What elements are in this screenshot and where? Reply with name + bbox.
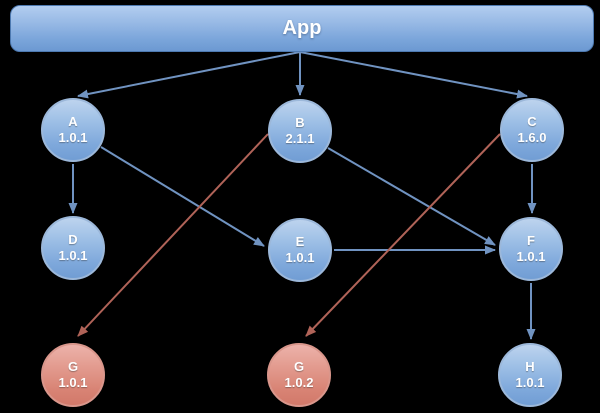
node-a-version: 1.0.1 xyxy=(58,130,88,145)
node-g-101-version: 1.0.1 xyxy=(58,375,88,390)
node-g-101-label: G xyxy=(67,359,79,375)
node-g-101: G 1.0.1 xyxy=(41,343,105,407)
node-h: H 1.0.1 xyxy=(498,343,562,407)
edge-A-E xyxy=(100,146,265,247)
node-d-version: 1.0.1 xyxy=(58,248,88,263)
edge-B-G1 xyxy=(77,133,269,337)
node-a: A 1.0.1 xyxy=(41,98,105,162)
node-c-label: C xyxy=(527,114,537,130)
edge-App-C xyxy=(299,51,528,99)
node-g-102-label: G xyxy=(293,359,305,375)
node-h-version: 1.0.1 xyxy=(515,375,545,390)
edge-App-A xyxy=(77,51,301,99)
node-h-label: H xyxy=(525,359,535,375)
node-e: E 1.0.1 xyxy=(268,218,332,282)
node-d-label: D xyxy=(68,232,78,248)
node-b-label: B xyxy=(295,115,305,131)
node-e-version: 1.0.1 xyxy=(285,250,315,265)
edge-C-G2 xyxy=(305,133,501,337)
node-f: F 1.0.1 xyxy=(499,217,563,281)
node-e-label: E xyxy=(295,234,305,250)
node-b: B 2.1.1 xyxy=(268,99,332,163)
node-d: D 1.0.1 xyxy=(41,216,105,280)
node-g-102: G 1.0.2 xyxy=(267,343,331,407)
node-app-label: App xyxy=(282,17,322,39)
node-c-version: 1.6.0 xyxy=(517,130,547,145)
node-g-102-version: 1.0.2 xyxy=(284,375,314,390)
node-f-label: F xyxy=(527,233,535,249)
edge-B-F xyxy=(327,147,496,246)
node-app: App xyxy=(10,5,594,52)
node-b-version: 2.1.1 xyxy=(285,131,315,146)
node-a-label: A xyxy=(68,114,78,130)
node-c: C 1.6.0 xyxy=(500,98,564,162)
node-f-version: 1.0.1 xyxy=(516,249,546,264)
